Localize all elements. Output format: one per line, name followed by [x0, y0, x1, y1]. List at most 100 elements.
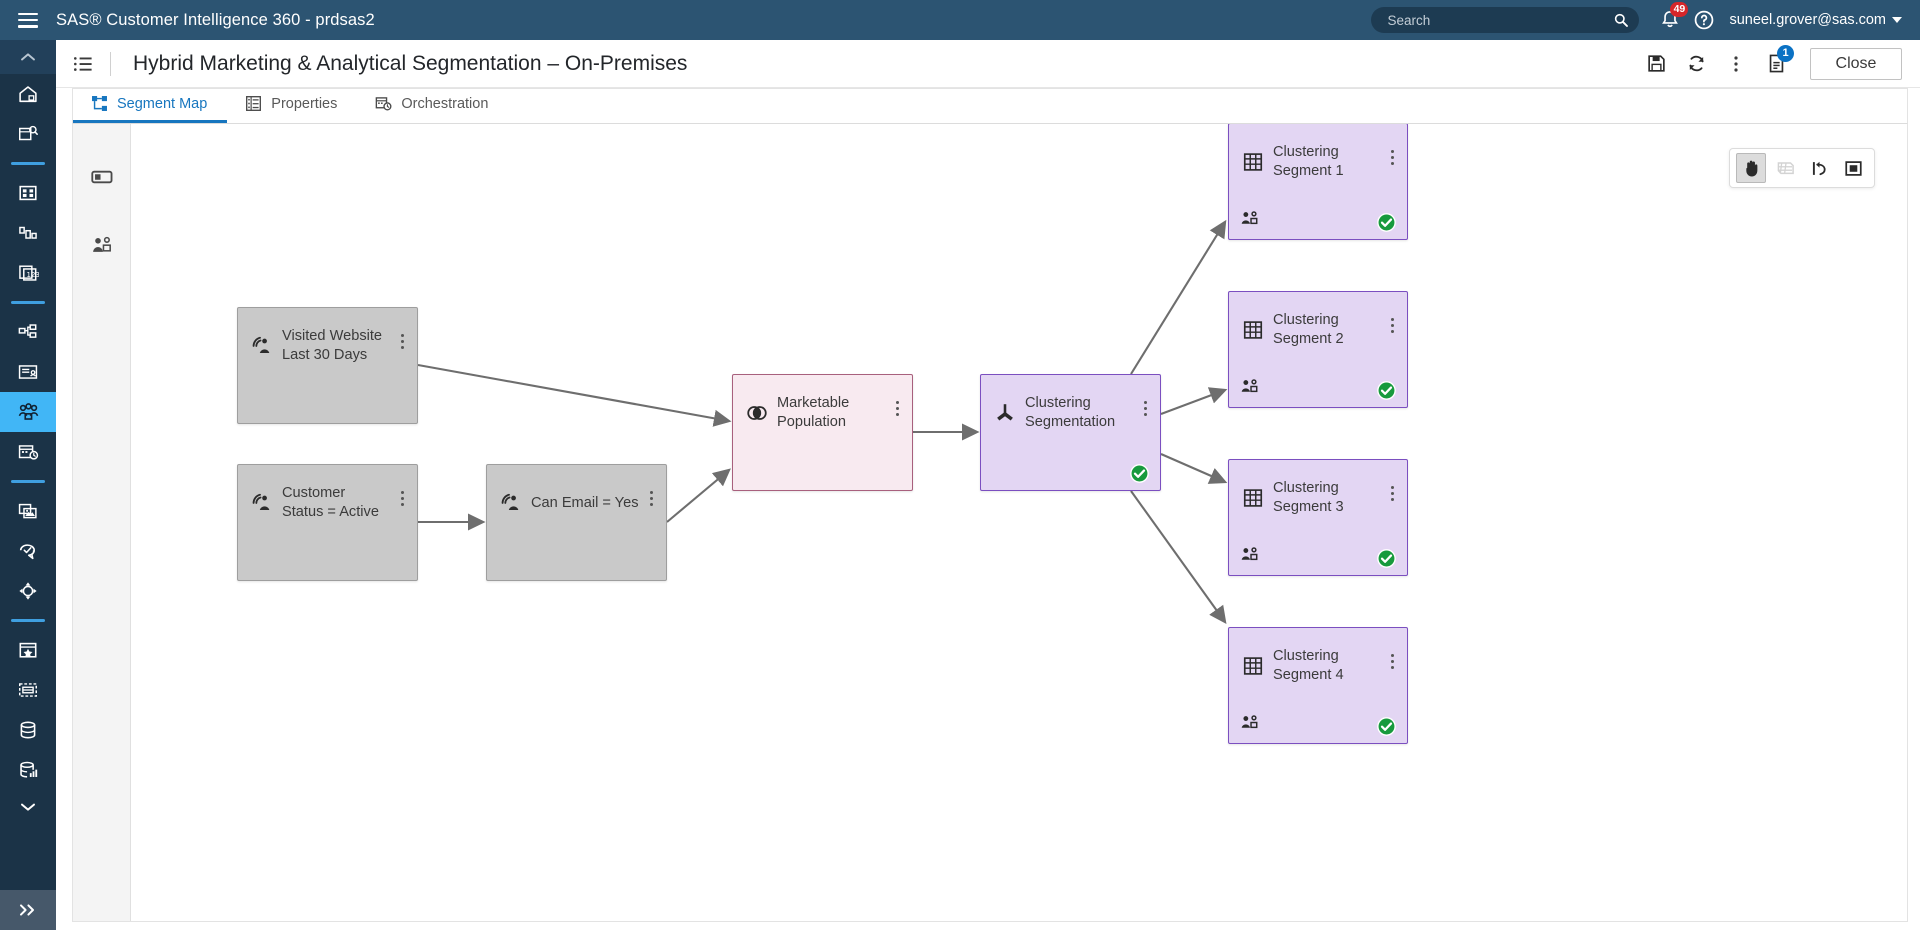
node-header: Can Email = Yes — [487, 465, 666, 523]
edge-can-email-yes-to-marketable-population — [666, 468, 731, 523]
rail-expand-down-icon[interactable] — [0, 790, 56, 824]
refresh-button[interactable] — [1676, 44, 1716, 84]
node-kebab-menu-icon[interactable] — [1391, 486, 1395, 504]
image-stack-icon — [18, 503, 37, 519]
rail-divider — [11, 162, 45, 165]
sidebar-item-numbers[interactable]: 123 — [0, 253, 56, 293]
node-audience-icon — [1241, 378, 1260, 399]
rail-divider — [11, 619, 45, 622]
top-navigation-bar: SAS® Customer Intelligence 360 - prdsas2… — [0, 0, 1920, 40]
sidebar-item-forms[interactable] — [0, 352, 56, 392]
sidebar-item-optimization[interactable] — [0, 571, 56, 611]
tab-bar: Segment Map Properties Orchestration — [72, 88, 1908, 124]
save-floppy-icon — [1647, 55, 1665, 72]
search-box[interactable] — [1371, 7, 1640, 33]
sidebar-item-creatives[interactable] — [0, 491, 56, 531]
audience-filter-icon — [499, 492, 523, 514]
grid-toggle-button[interactable] — [1770, 153, 1800, 183]
dashed-card-icon — [19, 683, 37, 697]
help-question-icon[interactable] — [1687, 3, 1721, 37]
fit-to-screen-button[interactable] — [1838, 153, 1868, 183]
sidebar-item-scheduling[interactable] — [0, 432, 56, 472]
edge-clustering-segmentation-to-clustering-segment-2 — [1160, 387, 1228, 415]
rail-collapse-up-icon[interactable] — [0, 40, 56, 74]
notes-button[interactable]: 1 — [1756, 44, 1796, 84]
page-title: Hybrid Marketing & Analytical Segmentati… — [133, 51, 688, 75]
chevron-down-icon[interactable] — [1892, 17, 1902, 23]
user-email-label[interactable]: suneel.grover@sas.com — [1729, 12, 1886, 28]
numbered-cards-icon: 123 — [19, 265, 39, 281]
edge-clustering-segmentation-to-clustering-segment-4 — [1130, 490, 1227, 625]
sidebar-item-audiences[interactable] — [0, 392, 56, 432]
reset-layout-button[interactable] — [1804, 153, 1834, 183]
list-view-icon[interactable] — [56, 40, 110, 88]
sidebar-item-journeys[interactable] — [0, 312, 56, 352]
audience-palette-button[interactable] — [73, 220, 131, 270]
pan-tool-button[interactable] — [1736, 153, 1766, 183]
sidebar-item-tags[interactable] — [0, 531, 56, 571]
table-grid-icon — [1241, 655, 1265, 677]
rail-panel-expand-icon[interactable] — [0, 890, 56, 930]
node-kebab-menu-icon[interactable] — [1391, 654, 1395, 672]
grid-snap-icon — [1777, 161, 1794, 174]
node-kebab-menu-icon[interactable] — [1391, 318, 1395, 336]
properties-list-icon — [246, 96, 262, 111]
tab-segment-map[interactable]: Segment Map — [73, 87, 228, 123]
node-kebab-menu-icon[interactable] — [1144, 401, 1148, 419]
node-kebab-menu-icon[interactable] — [401, 491, 405, 509]
save-button[interactable] — [1636, 44, 1676, 84]
node-palette-button[interactable] — [73, 152, 131, 202]
search-input[interactable] — [1387, 12, 1614, 28]
sidebar-item-home[interactable] — [0, 74, 56, 114]
node-kebab-menu-icon[interactable] — [650, 491, 654, 509]
tab-orchestration[interactable]: Orchestration — [357, 87, 508, 123]
more-options-button[interactable] — [1716, 44, 1756, 84]
sidebar-item-templates[interactable] — [0, 670, 56, 710]
node-kebab-menu-icon[interactable] — [1391, 150, 1395, 168]
bar-chart-icon — [19, 226, 37, 239]
close-button[interactable]: Close — [1810, 47, 1902, 80]
topbar-right-group: 49 suneel.grover@sas.com — [1371, 0, 1920, 40]
fit-screen-icon — [1844, 160, 1862, 176]
node-kebab-menu-icon[interactable] — [401, 334, 405, 352]
sidebar-item-analytics[interactable] — [0, 213, 56, 253]
tag-check-icon — [19, 544, 35, 560]
sidebar-item-data[interactable] — [0, 710, 56, 750]
audience-filter-icon — [250, 492, 274, 514]
tab-properties[interactable]: Properties — [227, 87, 357, 123]
undo-arrow-icon — [1812, 161, 1826, 175]
grid-tiles-icon — [19, 185, 37, 201]
sidebar-item-events[interactable] — [0, 630, 56, 670]
node-kebab-menu-icon[interactable] — [896, 401, 900, 419]
audience-filter-icon — [250, 335, 274, 357]
sidebar-item-tasks[interactable] — [0, 173, 56, 213]
node-audience-icon — [1241, 210, 1260, 231]
diagram-node-can-email-yes[interactable]: Can Email = Yes — [486, 464, 667, 581]
rail-divider — [11, 301, 45, 304]
sidebar-item-reports[interactable] — [0, 750, 56, 790]
search-icon[interactable] — [1613, 12, 1629, 28]
rectangle-node-icon — [91, 170, 113, 184]
table-grid-icon — [1241, 319, 1265, 341]
tab-label: Properties — [271, 95, 338, 112]
sidebar-item-discover[interactable] — [0, 114, 56, 154]
notifications-bell-icon[interactable]: 49 — [1653, 2, 1689, 37]
table-grid-icon — [1241, 151, 1265, 173]
hamburger-menu-icon[interactable] — [0, 0, 56, 40]
